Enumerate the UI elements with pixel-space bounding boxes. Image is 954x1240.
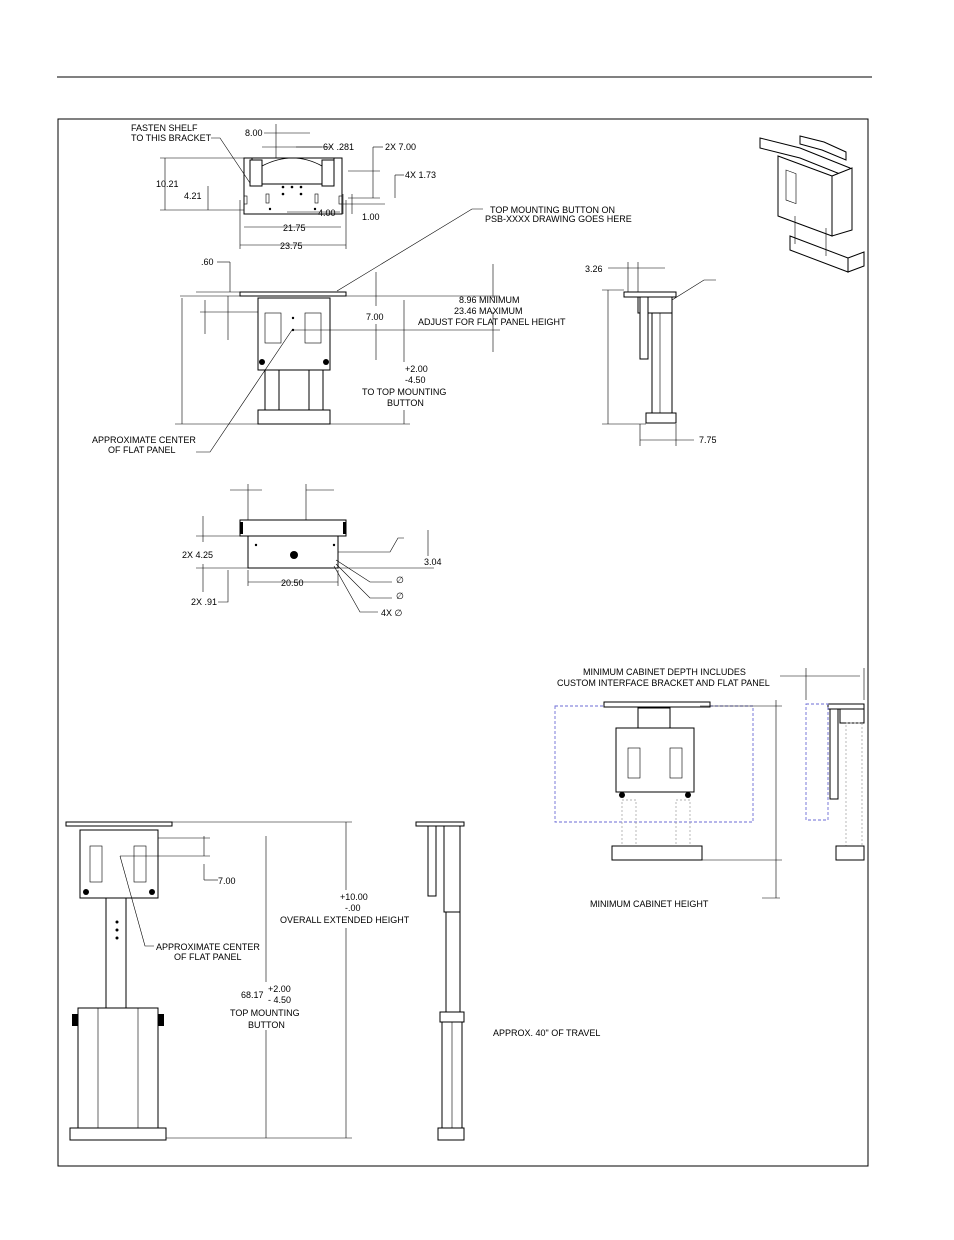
label-adjust: ADJUST FOR FLAT PANEL HEIGHT [418, 317, 566, 327]
top-view-dimensions: FASTEN SHELF TO THIS BRACKET 8.00 6X .28… [131, 123, 436, 251]
dim-23-75: 23.75 [280, 241, 303, 251]
front-view-lift [239, 291, 347, 425]
tol-plus-b: +2.00 [268, 984, 291, 994]
top-view-bracket [243, 157, 343, 215]
dim-1-00: 1.00 [362, 212, 380, 222]
label-top-btn-2: PSB-XXXX DRAWING GOES HERE [485, 214, 632, 224]
label-travel: APPROX. 40" OF TRAVEL [493, 1028, 600, 1038]
dim-3-26: 3.26 [585, 264, 603, 274]
extended-front-dimensions: 7.00 +10.00 -.00 OVERALL EXTENDED HEIGHT… [119, 821, 410, 1139]
dim-2x91: 2X .91 [191, 597, 217, 607]
dim-2x425: 2X 4.25 [182, 550, 213, 560]
dim-8-96: 8.96 MINIMUM [459, 295, 520, 305]
dim-4x173: 4X 1.73 [405, 170, 436, 180]
dim-21-75: 21.75 [283, 223, 306, 233]
dim-68-17: 68.17 [241, 990, 264, 1000]
cabinet-view: MINIMUM CABINET DEPTH INCLUDES CUSTOM IN… [554, 667, 865, 909]
front-view-dimensions: TOP MOUNTING BUTTON ON PSB-XXXX DRAWING … [92, 205, 632, 455]
dim-4-21: 4.21 [184, 191, 202, 201]
tol-minus: -4.50 [405, 375, 426, 385]
dim-dia-2: ∅ [396, 591, 404, 601]
dim-dia-4x: 4X ∅ [381, 608, 403, 618]
label-to-top-2: BUTTON [387, 398, 424, 408]
side-view-dimensions: 3.26 7.75 [585, 262, 717, 446]
label-fasten-shelf-2: TO THIS BRACKET [131, 133, 212, 143]
extended-front-view [65, 821, 173, 1141]
dim-20-50: 20.50 [281, 578, 304, 588]
isometric-view [759, 135, 865, 273]
dim-7-00-a: 7.00 [366, 312, 384, 322]
drawing-border [57, 118, 869, 1167]
tol-minus-b: - 4.50 [268, 995, 291, 1005]
dim-6x281: 6X .281 [323, 142, 354, 152]
label-to-top-1: TO TOP MOUNTING [362, 387, 446, 397]
ext-zero: -.00 [345, 903, 361, 913]
side-view-lift [623, 291, 677, 424]
label-top-mount-1: TOP MOUNTING [230, 1008, 300, 1018]
label-approx-center-b2: OF FLAT PANEL [174, 952, 242, 962]
mount-plate-dimensions: 2X 4.25 3.04 20.50 2X .91 ∅ ∅ 4X ∅ [182, 484, 442, 618]
dim-7-00-b: 7.00 [218, 876, 236, 886]
dim-23-46: 23.46 MAXIMUM [454, 306, 523, 316]
tol-plus: +2.00 [405, 364, 428, 374]
label-approx-center-1: APPROXIMATE CENTER [92, 435, 196, 445]
label-min-depth-2: CUSTOM INTERFACE BRACKET AND FLAT PANEL [557, 678, 770, 688]
label-min-height: MINIMUM CABINET HEIGHT [590, 899, 709, 909]
label-approx-center-2: OF FLAT PANEL [108, 445, 176, 455]
dim-7-75: 7.75 [699, 435, 717, 445]
label-min-depth-1: MINIMUM CABINET DEPTH INCLUDES [583, 667, 746, 677]
dim-60: .60 [201, 257, 214, 267]
label-ext-height: OVERALL EXTENDED HEIGHT [280, 915, 410, 925]
dim-8-00: 8.00 [245, 128, 263, 138]
dim-10-21: 10.21 [156, 179, 179, 189]
ext-plus: +10.00 [340, 892, 368, 902]
extended-side-view [415, 821, 465, 1141]
label-approx-center-b1: APPROXIMATE CENTER [156, 942, 260, 952]
dim-2x700: 2X 7.00 [385, 142, 416, 152]
label-fasten-shelf-1: FASTEN SHELF [131, 123, 198, 133]
label-top-btn-1: TOP MOUNTING BUTTON ON [490, 205, 615, 215]
label-top-mount-2: BUTTON [248, 1020, 285, 1030]
mount-plate-view [239, 519, 347, 569]
dim-3-04: 3.04 [424, 557, 442, 567]
dim-4-00: 4.00 [318, 208, 336, 218]
dim-dia-1: ∅ [396, 575, 404, 585]
